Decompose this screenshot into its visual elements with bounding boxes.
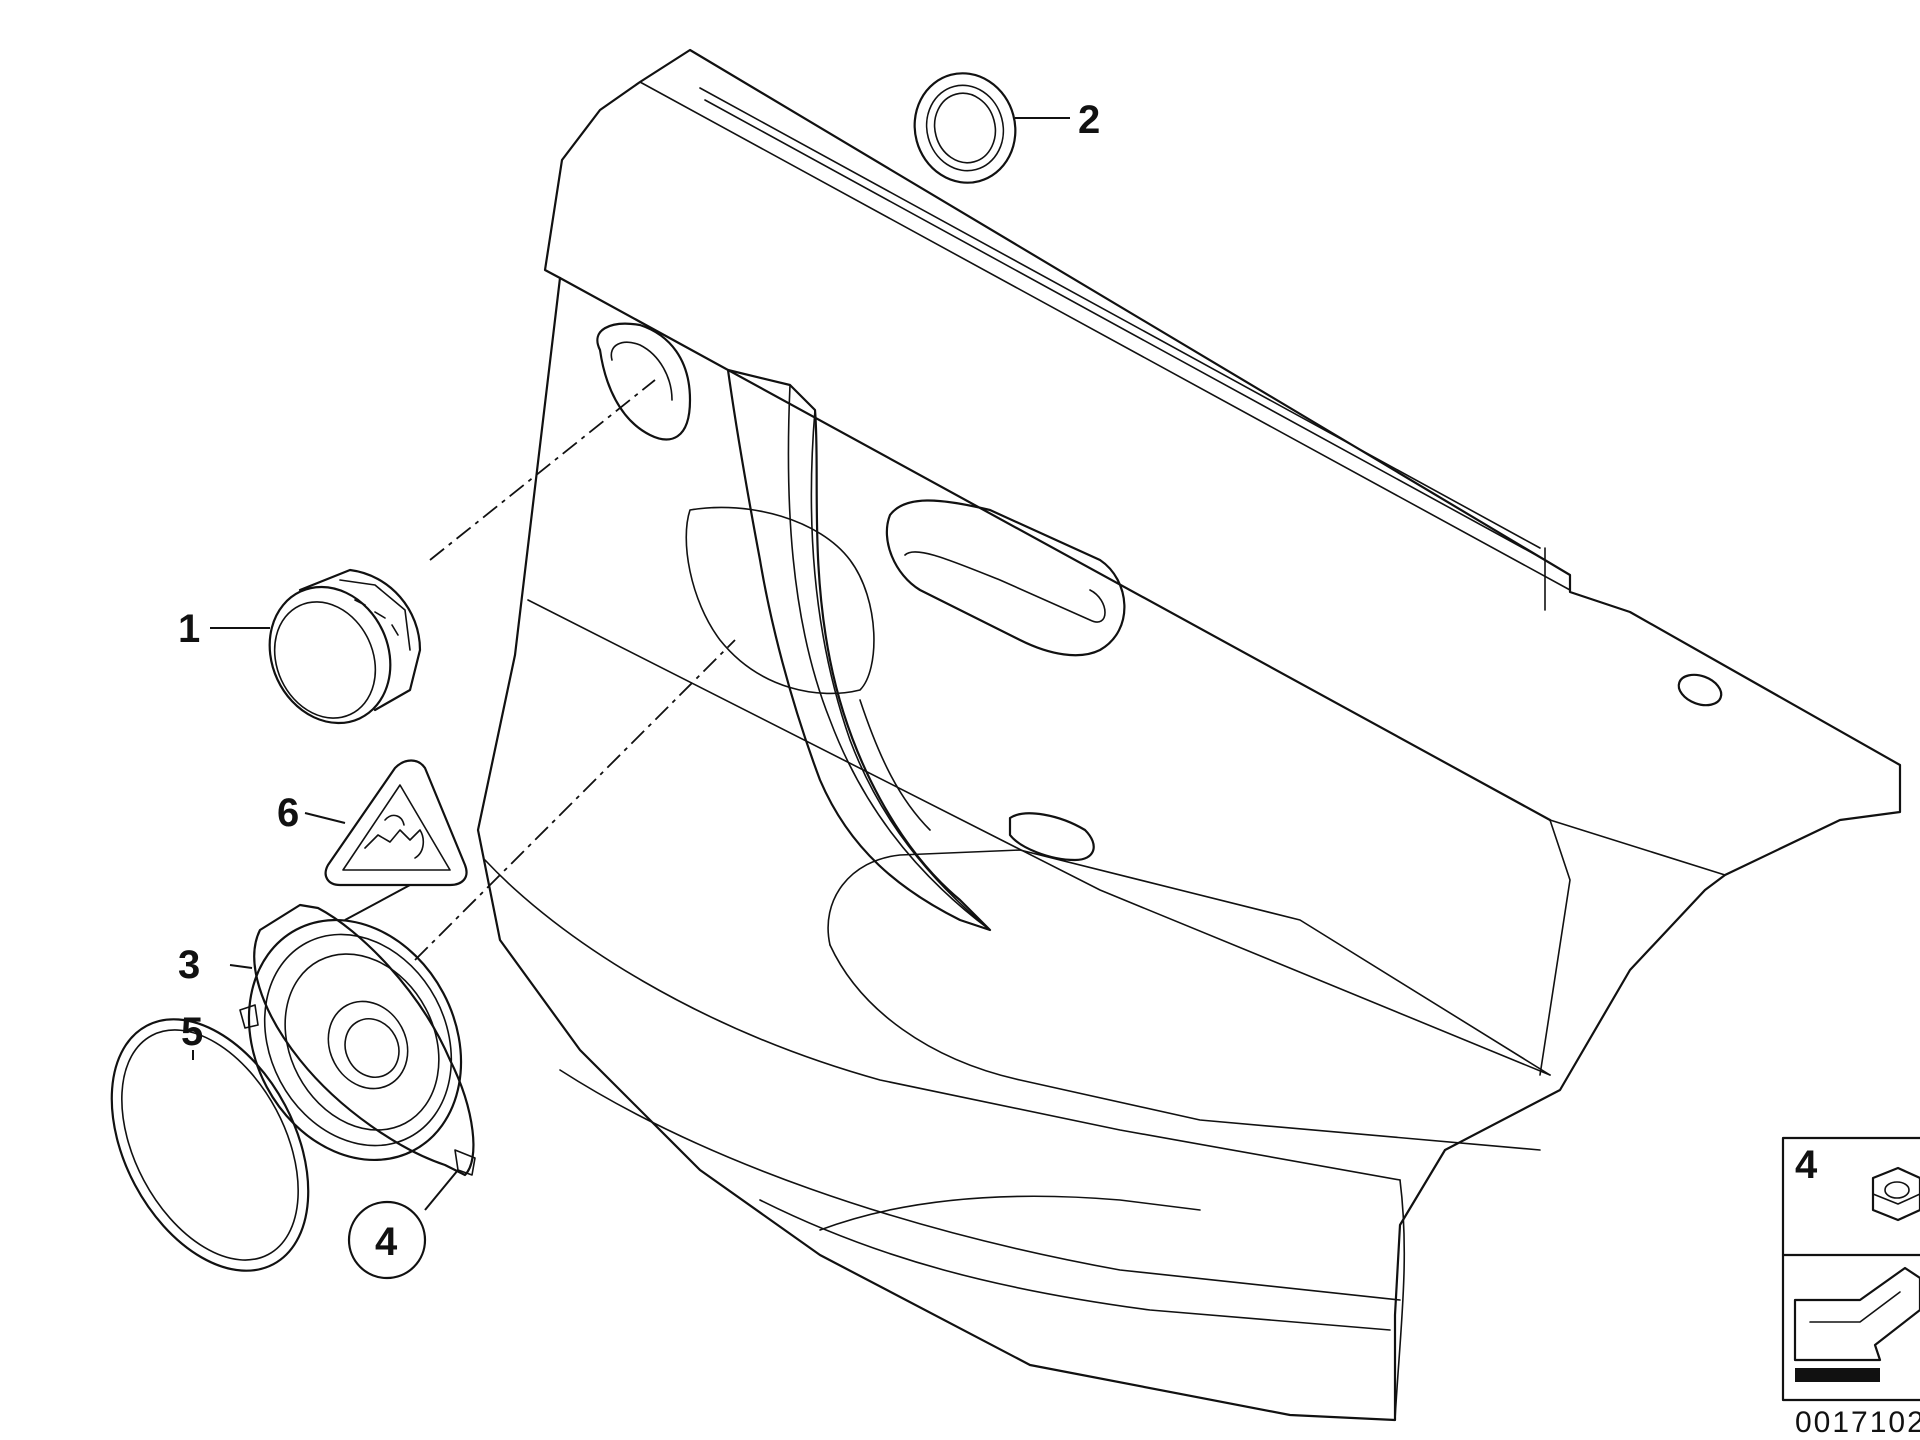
- callout-2: 2: [1078, 98, 1100, 142]
- callout-6: 6: [277, 791, 299, 835]
- assembly-line-speaker: [414, 639, 736, 961]
- grommet-part-2: [913, 72, 1070, 184]
- detail-box-nut: [1781, 1136, 1920, 1402]
- callout-1: 1: [178, 607, 200, 651]
- callout-circle-part-4: [347, 1200, 427, 1280]
- tweeter-part-1: [210, 568, 422, 725]
- arrow-base-bar: [1795, 1368, 1880, 1382]
- callout-4: 4: [375, 1220, 398, 1264]
- warning-label-part-6: [304, 759, 468, 887]
- assembly-line-tweeter: [429, 379, 656, 561]
- callout-3: 3: [178, 943, 200, 987]
- reference-number: 0017102: [1795, 1406, 1920, 1439]
- detail-box-label: 4: [1795, 1143, 1818, 1187]
- speaker-part-3: [229, 884, 476, 1211]
- gasket-part-5: [110, 1018, 310, 1272]
- door-trim-panel: [476, 48, 1902, 1422]
- callout-5: 5: [181, 1010, 203, 1054]
